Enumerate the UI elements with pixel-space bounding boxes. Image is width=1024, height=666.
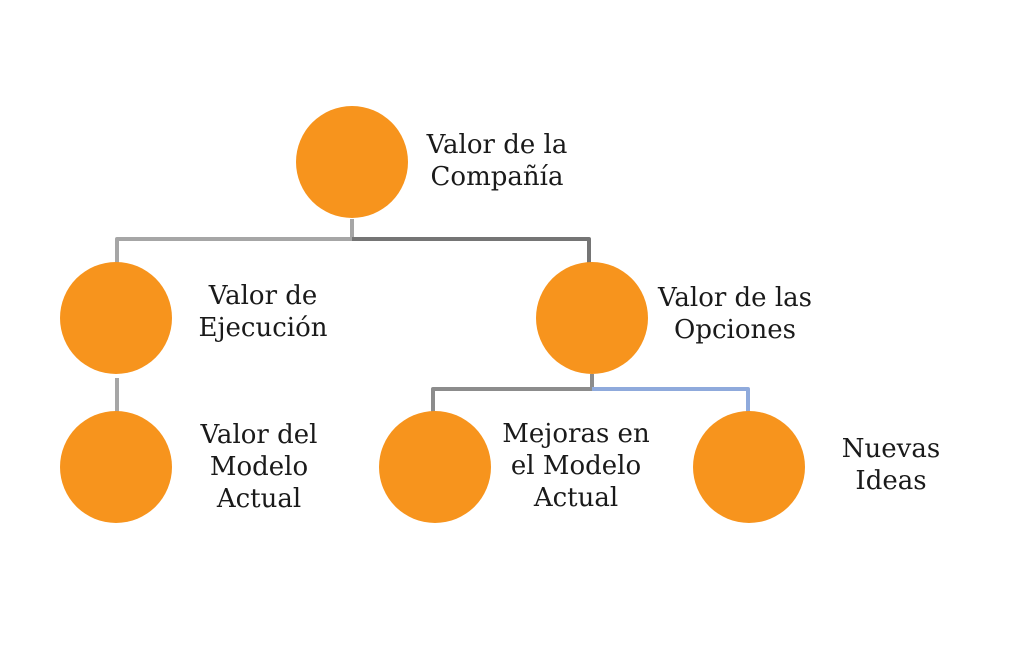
- node-label-modelo-actual: Valor del Modelo Actual: [200, 420, 318, 514]
- node-label-opciones: Valor de las Opciones: [657, 283, 812, 345]
- node-label-company: Valor de la Compañía: [426, 130, 568, 192]
- node-circle-modelo-actual: [60, 411, 172, 523]
- node-label-nuevas-ideas: Nuevas Ideas: [841, 434, 941, 496]
- node-label-mejoras: Mejoras en el Modelo Actual: [502, 419, 650, 513]
- node-circle-ejecucion: [60, 262, 172, 374]
- node-circle-mejoras: [379, 411, 491, 523]
- node-circle-opciones: [536, 262, 648, 374]
- connector-opciones-mejoras: [431, 387, 592, 412]
- connector-company-ejecucion: [115, 237, 353, 263]
- connector-company-opciones: [352, 237, 591, 263]
- connector-opciones-nuevas: [592, 387, 750, 412]
- node-circle-nuevas-ideas: [693, 411, 805, 523]
- node-label-ejecucion: Valor de Ejecución: [198, 281, 328, 343]
- node-circle-company: [296, 106, 408, 218]
